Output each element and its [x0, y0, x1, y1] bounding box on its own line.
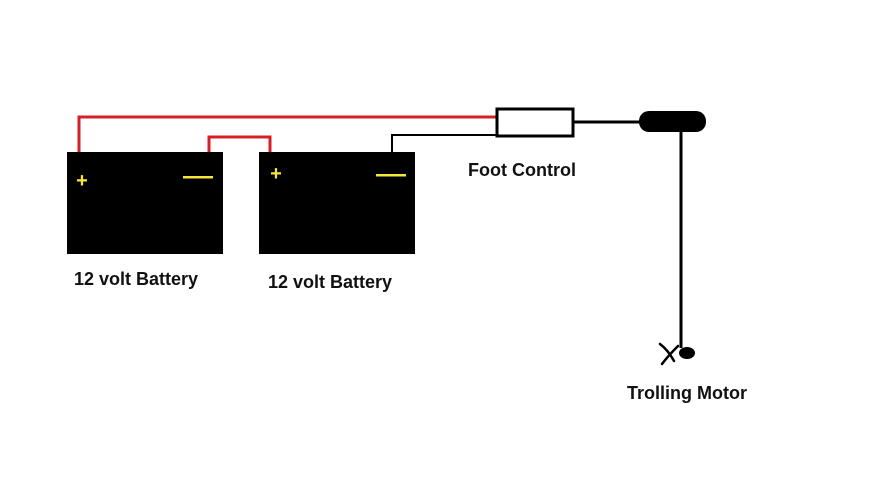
- trolling-motor-label: Trolling Motor: [627, 383, 747, 403]
- negative-terminal-sign: [376, 174, 406, 177]
- motor-plug: [639, 111, 706, 132]
- series-link-wire: [207, 135, 272, 152]
- foot-control: [495, 107, 575, 138]
- battery-body: [259, 152, 415, 254]
- foot-control-label: Foot Control: [468, 160, 576, 180]
- negative-terminal-sign: [183, 176, 213, 179]
- battery-body: [67, 152, 223, 254]
- foot-control-box: [495, 107, 575, 138]
- trolling-motor: [658, 342, 695, 366]
- propeller-icon: [658, 342, 680, 366]
- positive-terminal-sign: +: [76, 170, 88, 192]
- motor-body: [679, 347, 695, 359]
- negative-wire: [391, 134, 497, 152]
- battery-1-label: 12 volt Battery: [74, 269, 198, 289]
- positive-terminal-sign: +: [270, 163, 282, 185]
- battery-2: +: [259, 152, 415, 254]
- wires: [77, 115, 683, 348]
- battery-1: +: [67, 152, 223, 254]
- positive-wire-main: [77, 115, 497, 152]
- battery-2-label: 12 volt Battery: [268, 272, 392, 292]
